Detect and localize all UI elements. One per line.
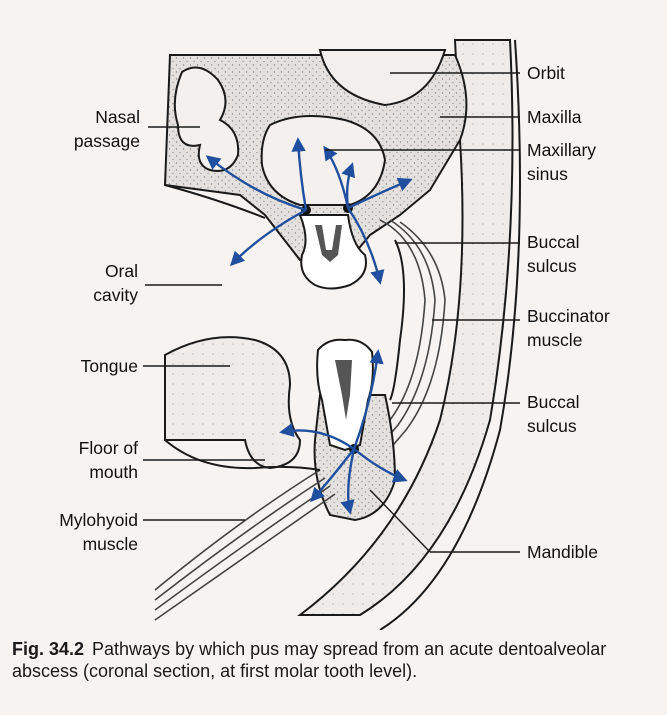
label-buccinator-muscle-2: muscle [527,330,582,350]
upper-lip-soft-tissue [390,240,404,400]
label-floor-of-mouth-2: mouth [89,462,138,482]
label-buccal-sulcus-upper-2: sulcus [527,256,577,276]
label-buccal-sulcus-lower-1: Buccal [527,392,580,412]
label-nasal-passage-2: passage [74,131,140,151]
label-orbit: Orbit [527,63,565,83]
label-mylohyoid-muscle-2: muscle [83,534,138,554]
label-maxilla: Maxilla [527,107,582,127]
label-maxillary-sinus-1: Maxillary [527,140,596,160]
label-oral-cavity-2: cavity [93,285,138,305]
label-mylohyoid-muscle-1: Mylohyoid [59,510,138,530]
label-buccal-sulcus-lower-2: sulcus [527,416,577,436]
label-buccal-sulcus-upper-1: Buccal [527,232,580,252]
label-nasal-passage-1: Nasal [95,107,140,127]
coronal-section-diagram: Orbit Maxilla Maxillary sinus Buccal sul… [0,0,667,630]
mylohyoid-muscle [155,470,335,620]
figure-number: Fig. 34.2 [12,639,84,659]
label-buccinator-muscle-1: Buccinator [527,306,610,326]
label-maxillary-sinus-2: sinus [527,164,568,184]
label-tongue: Tongue [81,356,138,376]
label-oral-cavity-1: Oral [105,261,138,281]
label-mandible: Mandible [527,542,598,562]
label-floor-of-mouth-1: Floor of [79,438,138,458]
tongue-shape [165,337,300,468]
caption-text: Pathways by which pus may spread from an… [12,639,606,681]
maxillary-sinus-cavity [262,116,385,205]
